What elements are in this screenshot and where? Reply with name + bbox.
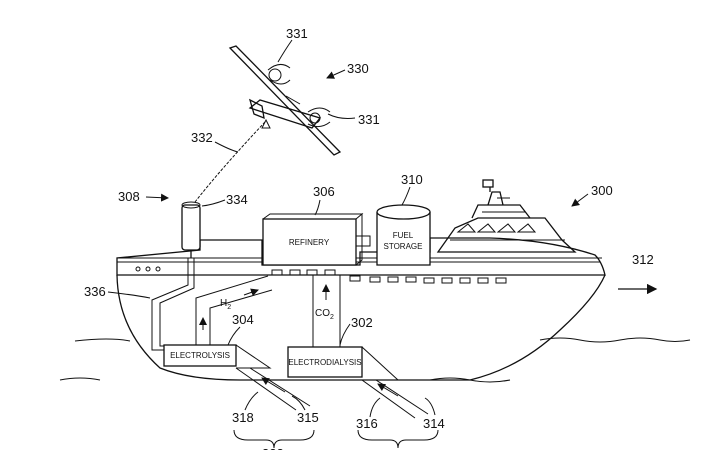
ref-318: 318	[232, 410, 254, 425]
ref-304: 304	[232, 312, 254, 327]
refinery-label: REFINERY	[289, 238, 330, 247]
fuel-storage-label-line1: FUEL	[393, 231, 414, 240]
leader-lines	[107, 39, 589, 449]
ref-316: 316	[356, 416, 378, 431]
refinery-unit: REFINERY	[262, 212, 371, 266]
electrodialysis-unit: ELECTRODIALYSIS	[287, 346, 429, 419]
porthole-group	[135, 266, 161, 272]
ref-300: 300	[591, 183, 613, 198]
water-line	[59, 337, 691, 383]
ref-330: 330	[347, 61, 369, 76]
ref-334: 334	[226, 192, 248, 207]
tether-line	[194, 121, 266, 203]
ref-322: 322	[262, 446, 284, 450]
ref-302: 302	[351, 315, 373, 330]
h2-label: H2	[220, 298, 231, 311]
ref-315: 315	[297, 410, 319, 425]
antenna-mast	[181, 201, 201, 258]
ref-312: 312	[632, 252, 654, 267]
ref-331-top: 331	[286, 26, 308, 41]
ref-314: 314	[423, 416, 445, 431]
electrodialysis-label: ELECTRODIALYSIS	[288, 358, 361, 367]
reference-numbers: 331 330 331 332 308 334 306 310 300 312 …	[84, 26, 654, 450]
electrolysis-label: ELECTROLYSIS	[170, 351, 230, 360]
fuel-storage-tank: FUEL STORAGE	[376, 204, 431, 266]
co2-label: CO2	[315, 308, 334, 321]
ref-310: 310	[401, 172, 423, 187]
kite-aircraft	[228, 45, 342, 156]
ship-bridge	[436, 179, 577, 253]
ref-336: 336	[84, 284, 106, 299]
ref-332: 332	[191, 130, 213, 145]
fuel-storage-label-line2: STORAGE	[384, 242, 423, 251]
ship-hull	[116, 237, 606, 381]
ref-306: 306	[313, 184, 335, 199]
ref-308: 308	[118, 189, 140, 204]
internal-pipes	[151, 258, 341, 351]
window-row	[271, 269, 507, 284]
electrolysis-unit: ELECTROLYSIS	[163, 344, 311, 411]
ref-331-right: 331	[358, 112, 380, 127]
